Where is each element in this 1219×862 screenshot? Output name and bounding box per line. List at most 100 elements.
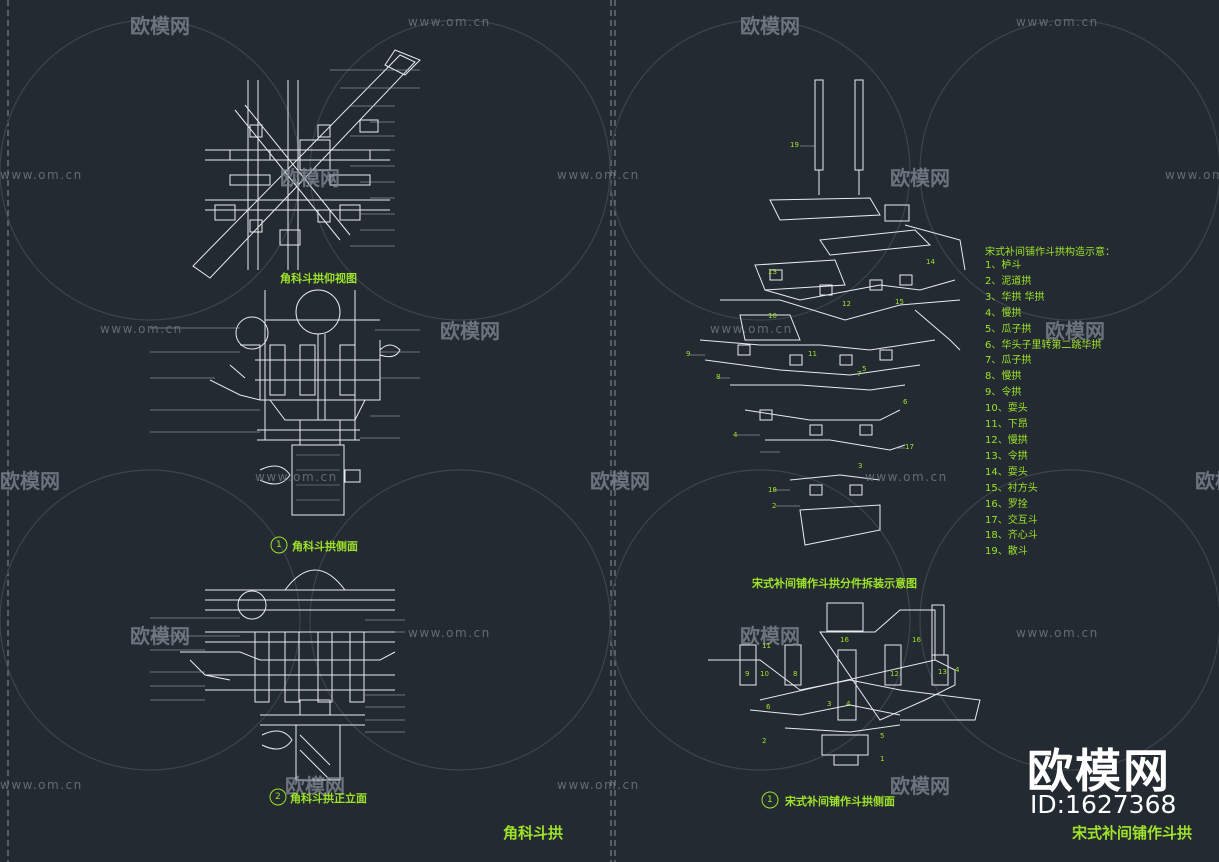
- part-number: 10: [760, 670, 769, 678]
- part-number: 10: [768, 312, 777, 320]
- watermark-logo: 欧模网: [130, 14, 190, 38]
- legend-title: 宋式补间铺作斗拱构造示意：: [985, 247, 1115, 258]
- legend-item: 18、齐心斗: [985, 530, 1038, 542]
- brand-logo-text: 欧模网: [1027, 744, 1171, 798]
- watermark-url: www.om.cn: [1016, 15, 1099, 29]
- legend-item: 14、耍头: [985, 466, 1028, 478]
- watermark-logo: 欧模网: [0, 469, 60, 493]
- part-number: 3: [858, 462, 863, 470]
- part-number: 18: [768, 486, 777, 494]
- part-number: 11: [762, 642, 771, 650]
- watermark-logo: 欧模网: [1195, 469, 1219, 493]
- side-section-leader-lines: [150, 327, 420, 439]
- legend-item: 11、下昂: [985, 419, 1028, 431]
- part-number: 13: [768, 268, 777, 276]
- legend-item: 2、泥道拱: [985, 275, 1032, 287]
- sheet-borders: [7, 0, 616, 862]
- corner-bracket-front-elevation-drawing: [180, 569, 396, 781]
- plan-leader-lines: [330, 69, 420, 247]
- brand-id: ID:1627368: [1030, 790, 1177, 819]
- watermark-url: www.om.cn: [408, 626, 491, 640]
- exploded-view-title: 宋式补间铺作斗拱分件拆装示意图: [752, 577, 917, 590]
- legend-item: 13、令拱: [985, 450, 1028, 462]
- legend-item: 7、瓜子拱: [985, 355, 1032, 367]
- watermark-url: www.om.cn: [0, 168, 83, 182]
- legend-item: 16、罗拴: [985, 498, 1028, 510]
- song-bracket-section-drawing: [708, 602, 981, 766]
- watermark-url: www.om.cn: [255, 470, 338, 484]
- front-elevation-title: 角科斗拱正立面: [290, 792, 367, 805]
- part-number: 11: [808, 350, 817, 358]
- side-section-number: 1: [276, 540, 282, 550]
- part-number: 9: [686, 350, 691, 358]
- legend-item: 5、瓜子拱: [985, 323, 1032, 335]
- legend-item: 17、交互斗: [985, 514, 1038, 526]
- legend-item: 19、散斗: [985, 546, 1028, 558]
- part-number: 6: [903, 398, 908, 406]
- part-number: 19: [790, 141, 799, 149]
- watermark-logo: 欧模网: [740, 14, 800, 38]
- watermark-logo: 欧模网: [890, 166, 950, 190]
- part-number: 1: [880, 755, 885, 763]
- legend-item: 8、慢拱: [985, 371, 1022, 383]
- part-number: 13: [938, 668, 947, 676]
- song-bracket-exploded-drawing: [699, 79, 966, 546]
- part-number: 17: [905, 443, 914, 451]
- part-number: 5: [862, 365, 867, 373]
- part-number: 3: [827, 700, 832, 708]
- legend-item: 1、栌斗: [985, 260, 1022, 271]
- watermark-url: www.om.cn: [408, 15, 491, 29]
- part-number: 2: [762, 737, 767, 745]
- part-number: 8: [716, 373, 721, 381]
- side-section-title: 角科斗拱侧面: [292, 540, 358, 553]
- part-number: 4: [733, 431, 738, 439]
- right-sheet-title: 宋式补间铺作斗拱: [1072, 824, 1193, 842]
- watermark-logo: 欧模网: [590, 469, 650, 493]
- part-number: 16: [912, 636, 921, 644]
- legend-item: 4、慢拱: [985, 307, 1022, 319]
- watermark-url: www.om.cn: [100, 322, 183, 336]
- part-number: 6: [766, 703, 771, 711]
- part-number: 5: [880, 732, 885, 740]
- front-elevation-number: 2: [275, 792, 281, 802]
- watermark-logo: 欧模网: [740, 624, 800, 648]
- section-number: 1: [767, 795, 773, 805]
- watermark-logo: 欧模网: [440, 319, 500, 343]
- part-number: 4: [846, 700, 851, 708]
- watermark-logo: 欧模网: [280, 166, 340, 190]
- part-number: 12: [890, 670, 899, 678]
- section-circle-marker: [761, 791, 779, 809]
- watermark-logo: 欧模网: [285, 774, 345, 798]
- legend-item: 6、华头子里转第二跳华拱: [985, 339, 1102, 351]
- side-section-hatch: [296, 454, 340, 501]
- watermark-url: www.om.cn: [710, 322, 793, 336]
- part-number: 4: [955, 666, 960, 674]
- legend-list: 1、栌斗 2、泥道拱 3、华拱 华拱 4、慢拱 5、瓜子拱 6、华头子里转第二跳…: [985, 258, 1101, 560]
- part-number: 12: [842, 300, 851, 308]
- watermark-logo: 欧模网: [130, 624, 190, 648]
- part-number: 14: [926, 258, 935, 266]
- part-number: 2: [772, 502, 777, 510]
- legend-item: 12、慢拱: [985, 434, 1028, 446]
- part-number: 15: [895, 298, 904, 306]
- corner-bracket-side-section-drawing: [209, 289, 401, 516]
- left-sheet-title: 角科斗拱: [503, 824, 564, 842]
- legend-item: 10、耍头: [985, 403, 1028, 415]
- legend-item: 9、令拱: [985, 387, 1022, 399]
- watermark-url: www.om.cn: [1165, 168, 1219, 182]
- watermark-logo: 欧模网: [890, 774, 950, 798]
- front-elevation-circle-marker: [269, 788, 287, 806]
- section-title: 宋式补间铺作斗拱侧面: [785, 795, 895, 808]
- corner-bracket-plan-drawing: [192, 49, 421, 279]
- plan-view-title: 角科斗拱仰视图: [280, 272, 357, 285]
- watermark-url: www.om.cn: [0, 778, 83, 792]
- watermark-logo: 欧模网: [1045, 319, 1105, 343]
- side-section-circle-marker: [270, 536, 288, 554]
- watermark-url: www.om.cn: [1016, 626, 1099, 640]
- part-number: 16: [840, 636, 849, 644]
- exploded-leader-lines: [690, 145, 905, 507]
- watermark-url: www.om.cn: [865, 470, 948, 484]
- front-elevation-leader-lines: [150, 617, 405, 733]
- watermark-url: www.om.cn: [557, 778, 640, 792]
